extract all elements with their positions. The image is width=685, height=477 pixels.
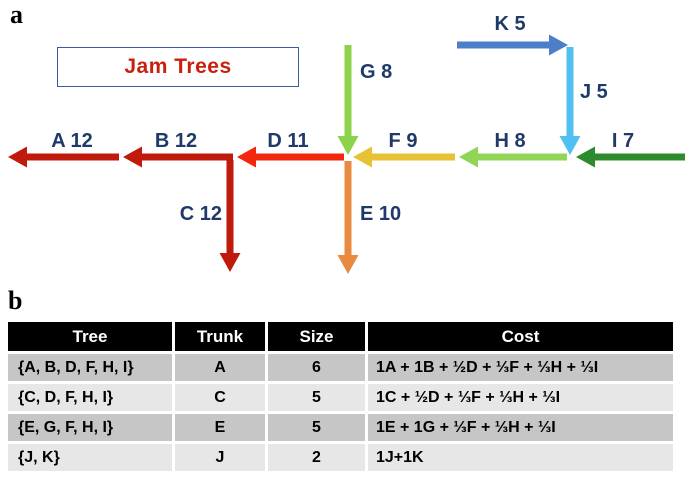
cell-size: 6 bbox=[268, 354, 365, 381]
cell-cost: 1E + 1G + ⅓F + ⅓H + ⅓I bbox=[368, 414, 673, 441]
panel-a-label: a bbox=[10, 0, 23, 29]
arrowhead-I bbox=[576, 146, 595, 168]
arrowhead-C bbox=[219, 253, 241, 272]
panel-b-label: b bbox=[8, 286, 23, 315]
arrow-label-J: J 5 bbox=[580, 81, 608, 103]
arrowhead-G bbox=[337, 136, 359, 155]
cell-tree: {E, G, F, H, I} bbox=[8, 414, 172, 441]
arrowhead-F bbox=[353, 146, 372, 168]
arrow-label-H: H 8 bbox=[494, 130, 525, 152]
arrowhead-B bbox=[123, 146, 142, 168]
arrow-label-F: F 9 bbox=[389, 130, 418, 152]
jam-trees-arrows-canvas: A 12 B 12 C 12 D 11 E 10 F 9 G 8 H 8 I 7 J 5 K 5 bbox=[8, 13, 685, 274]
cell-trunk: C bbox=[175, 384, 265, 411]
table-header-cost: Cost bbox=[368, 322, 673, 351]
jam-trees-diagram: A 12 B 12 C 12 D 11 E 10 F 9 G 8 H 8 I 7 J 5 K 5 J… bbox=[8, 13, 685, 274]
cell-trunk: A bbox=[175, 354, 265, 381]
arrowhead-K bbox=[549, 34, 568, 56]
arrow-label-D: D 11 bbox=[267, 130, 308, 152]
arrow-label-K: K 5 bbox=[494, 13, 525, 35]
arrow-label-E: E 10 bbox=[360, 203, 401, 225]
cell-size: 2 bbox=[268, 444, 365, 471]
cell-tree: {A, B, D, F, H, I} bbox=[8, 354, 172, 381]
cell-trunk: E bbox=[175, 414, 265, 441]
table-header-size: Size bbox=[268, 322, 365, 351]
arrowhead-A bbox=[8, 146, 27, 168]
cell-size: 5 bbox=[268, 384, 365, 411]
arrowhead-E bbox=[337, 255, 359, 274]
table-header-trunk: Trunk bbox=[175, 322, 265, 351]
cell-cost: 1A + 1B + ½D + ⅓F + ⅓H + ⅓I bbox=[368, 354, 673, 381]
cell-cost: 1J+1K bbox=[368, 444, 673, 471]
cell-tree: {C, D, F, H, I} bbox=[8, 384, 172, 411]
arrow-label-I: I 7 bbox=[612, 130, 634, 152]
arrow-label-G: G 8 bbox=[360, 61, 392, 83]
arrowhead-J bbox=[559, 136, 581, 155]
cell-tree: {J, K} bbox=[8, 444, 172, 471]
cell-size: 5 bbox=[268, 414, 365, 441]
arrowhead-H bbox=[459, 146, 478, 168]
jam-trees-title-box: Jam Trees bbox=[57, 47, 299, 87]
arrow-label-B: B 12 bbox=[155, 130, 197, 152]
arrow-label-A: A 12 bbox=[51, 130, 93, 152]
arrowhead-D bbox=[237, 146, 256, 168]
table-header-tree: Tree bbox=[8, 322, 172, 351]
cell-trunk: J bbox=[175, 444, 265, 471]
jam-trees-title: Jam Trees bbox=[124, 55, 232, 78]
arrow-label-C: C 12 bbox=[180, 203, 222, 225]
cell-cost: 1C + ½D + ⅓F + ⅓H + ⅓I bbox=[368, 384, 673, 411]
